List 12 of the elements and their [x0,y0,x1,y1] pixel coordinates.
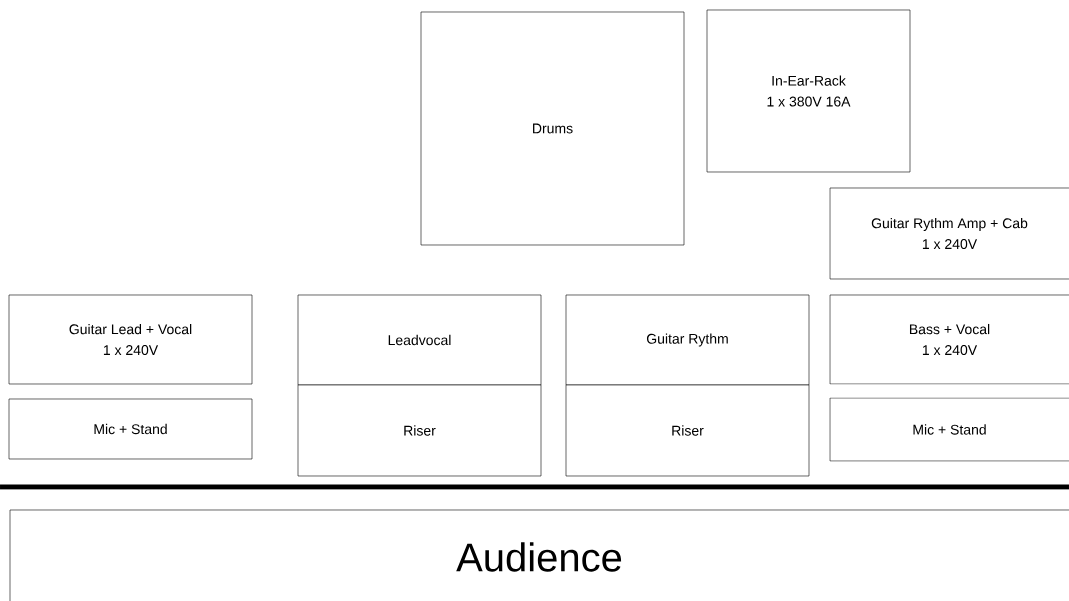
musician-box: Leadvocal [297,294,542,386]
mic-stand-box: Mic + Stand [8,398,253,460]
musician-box: Guitar Rythm [565,294,810,386]
musician-box: Guitar Lead + Vocal 1 x 240V [8,294,253,385]
mic-stand-box: Mic + Stand [829,397,1069,462]
audience-area: Audience [9,509,1069,601]
riser-box: Riser [565,384,810,477]
amp-box: Guitar Rythm Amp + Cab 1 x 240V [829,187,1069,280]
equipment-box: In-Ear-Rack 1 x 380V 16A [706,9,911,173]
musician-box: Bass + Vocal 1 x 240V [829,294,1069,385]
drum-area-box: Drums [420,11,685,246]
riser-box: Riser [297,384,542,477]
